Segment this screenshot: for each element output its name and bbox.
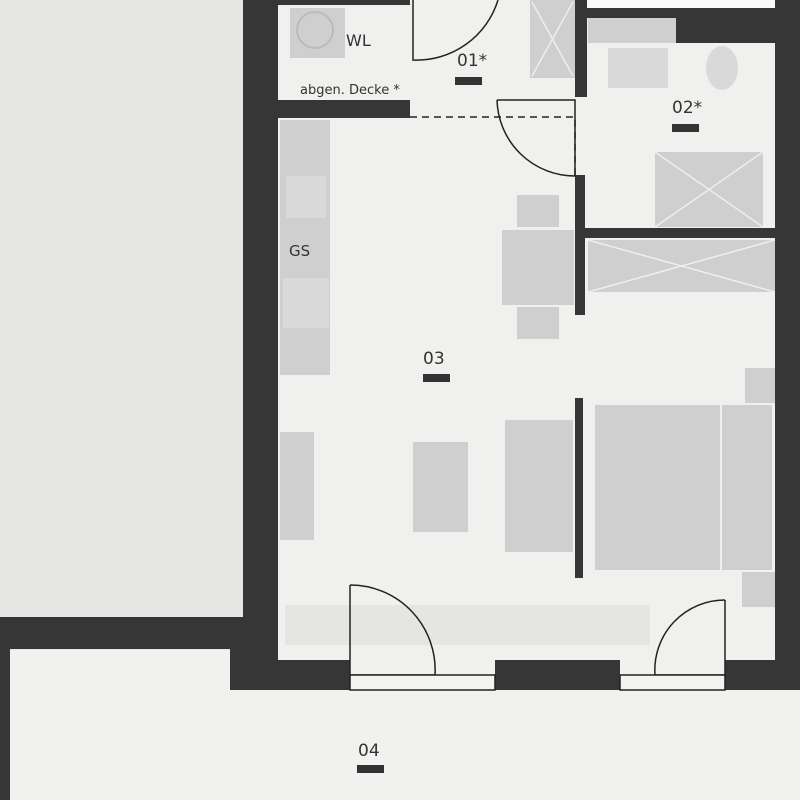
shower-cross xyxy=(654,151,764,228)
wall xyxy=(278,660,350,690)
wardrobe-sleeping-cross xyxy=(587,239,776,293)
washing-machine-drum-icon xyxy=(296,11,334,49)
nightstand xyxy=(745,368,775,403)
washing-machine-icon xyxy=(290,8,345,58)
wall xyxy=(775,0,800,690)
wall xyxy=(575,0,587,97)
room-marker-01 xyxy=(455,77,482,85)
ceiling-line xyxy=(410,116,576,175)
entry-door[interactable] xyxy=(412,0,499,61)
wall xyxy=(278,0,410,5)
chair xyxy=(517,307,559,339)
stove-icon xyxy=(283,278,329,328)
room-label-04: 04 xyxy=(358,741,380,761)
room-marker-02 xyxy=(672,124,699,132)
room-marker-03 xyxy=(423,374,450,382)
ceiling-note: abgen. Decke * xyxy=(300,83,400,98)
sofa xyxy=(505,420,573,552)
window-sill-shadow xyxy=(285,605,650,645)
coffee-table xyxy=(413,442,468,532)
window-door[interactable] xyxy=(654,599,726,676)
wall xyxy=(676,18,776,43)
washing-machine-label: WL xyxy=(346,31,371,50)
wardrobe-cross xyxy=(531,1,574,77)
wall xyxy=(243,0,278,690)
door-sill xyxy=(349,674,496,691)
washbasin-icon xyxy=(608,48,668,88)
partition-wall xyxy=(575,398,583,578)
door-sill xyxy=(619,674,726,691)
room-label-02: 02* xyxy=(672,98,702,118)
bath-shelf xyxy=(588,18,676,43)
room-04-terrace xyxy=(10,650,800,800)
chair xyxy=(517,195,559,227)
furniture xyxy=(280,0,776,645)
dishwasher-label: GS xyxy=(289,242,310,260)
bed-side xyxy=(722,405,772,570)
wall xyxy=(585,228,775,238)
room-label-01: 01* xyxy=(457,51,487,71)
room-marker-04 xyxy=(357,765,384,773)
wall xyxy=(230,649,278,690)
room-label-03: 03 xyxy=(423,349,445,369)
wall xyxy=(585,8,800,18)
wall xyxy=(0,617,278,649)
fridge-icon xyxy=(286,176,326,218)
kitchen-counter xyxy=(280,120,330,375)
dining-table xyxy=(502,230,574,305)
bed xyxy=(595,405,720,570)
sideboard xyxy=(280,432,314,540)
nightstand xyxy=(742,572,775,607)
doors xyxy=(349,0,726,691)
top-opening xyxy=(587,0,775,8)
toilet-icon xyxy=(706,46,738,90)
wall xyxy=(0,649,10,800)
wall xyxy=(495,660,620,690)
terrace-door[interactable] xyxy=(349,584,436,676)
wall xyxy=(575,175,585,315)
wall xyxy=(278,100,410,118)
